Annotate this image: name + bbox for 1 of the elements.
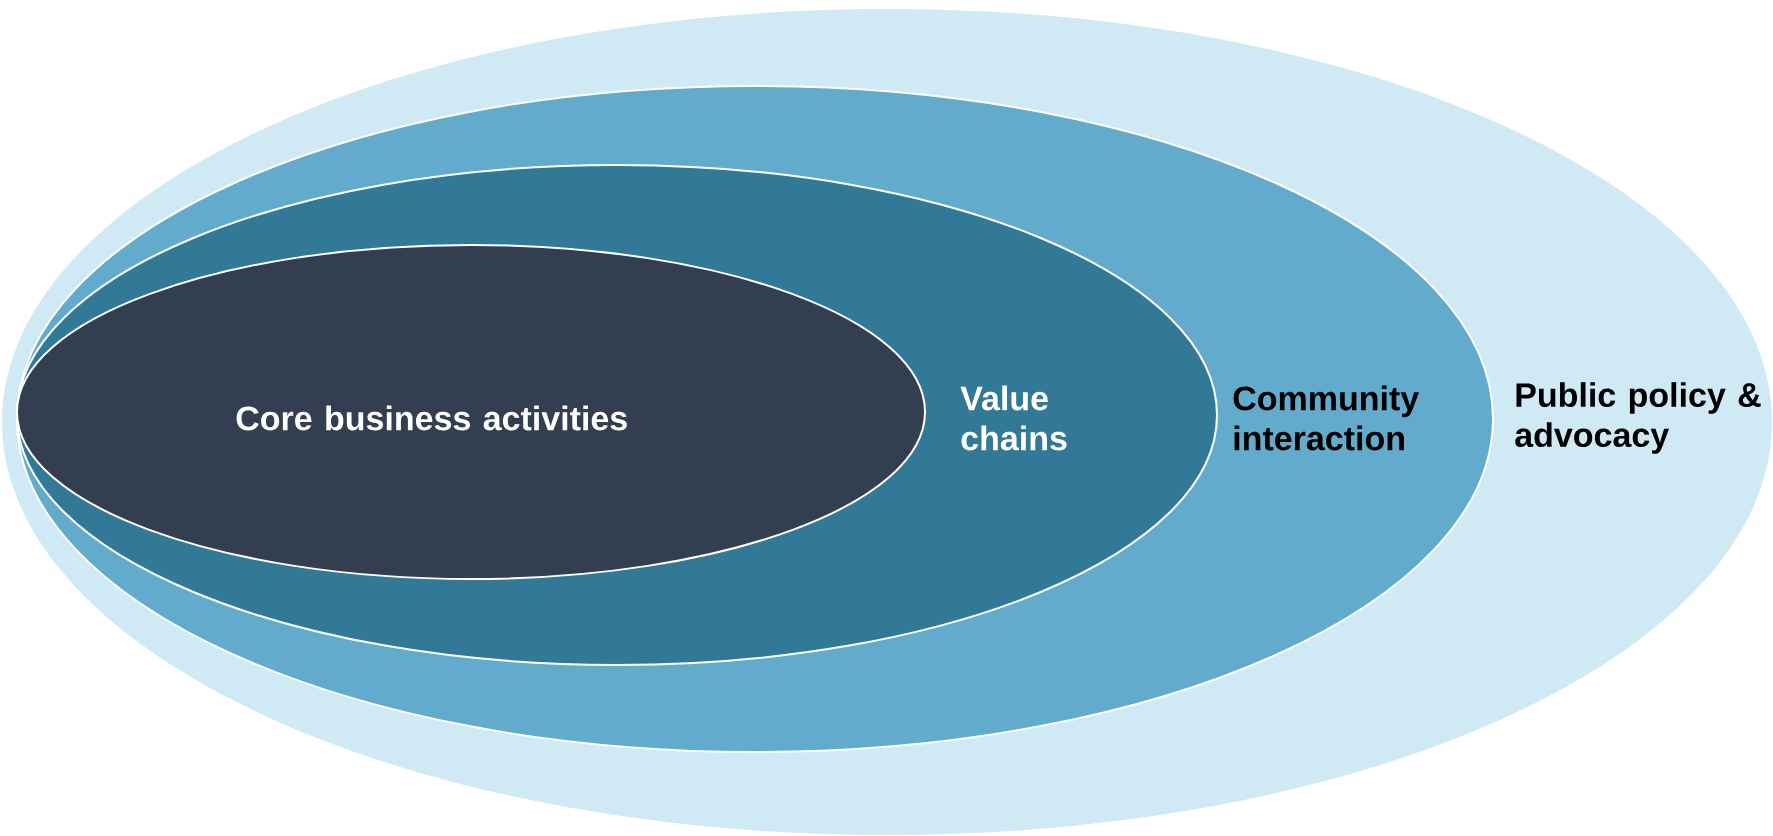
ellipse-band: Core business activities: [16, 244, 926, 580]
